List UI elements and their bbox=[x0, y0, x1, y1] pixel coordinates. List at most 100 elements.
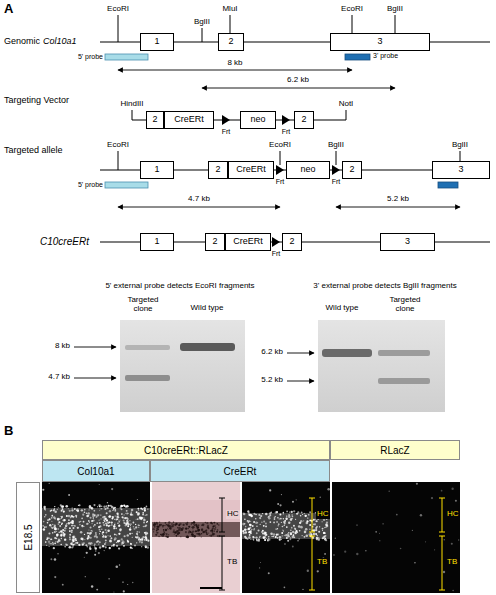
silver-grain bbox=[315, 529, 317, 531]
silver-grain bbox=[49, 546, 50, 547]
silver-grain bbox=[171, 523, 173, 525]
silver-grain bbox=[85, 576, 86, 577]
silver-grain bbox=[128, 513, 129, 514]
silver-grain bbox=[245, 531, 248, 534]
silver-grain bbox=[293, 510, 295, 512]
silver-grain bbox=[104, 543, 106, 545]
silver-grain bbox=[84, 539, 85, 540]
silver-grain bbox=[302, 535, 303, 536]
silver-grain bbox=[213, 530, 215, 532]
frt-site bbox=[222, 115, 230, 125]
node-text: Col10a1 bbox=[77, 466, 114, 477]
silver-grain bbox=[144, 509, 146, 511]
silver-grain bbox=[128, 525, 130, 527]
silver-grain bbox=[113, 525, 116, 528]
silver-grain bbox=[65, 505, 68, 508]
silver-grain bbox=[137, 535, 138, 536]
silver-grain bbox=[51, 521, 52, 522]
silver-grain bbox=[96, 541, 98, 543]
exon-box: 3 bbox=[330, 33, 430, 51]
silver-grain bbox=[214, 522, 216, 524]
silver-grain bbox=[249, 524, 251, 526]
silver-grain bbox=[69, 510, 71, 512]
silver-grain bbox=[249, 530, 252, 533]
silver-grain bbox=[181, 528, 184, 531]
silver-grain bbox=[286, 515, 287, 516]
silver-grain bbox=[95, 550, 96, 551]
silver-grain bbox=[49, 537, 50, 538]
silver-grain bbox=[147, 546, 149, 548]
silver-grain bbox=[63, 510, 65, 512]
silver-grain bbox=[123, 514, 124, 515]
silver-grain bbox=[270, 532, 273, 535]
silver-grain bbox=[174, 524, 176, 526]
in-situ-image bbox=[152, 482, 240, 593]
silver-grain bbox=[91, 585, 93, 587]
silver-grain bbox=[283, 513, 284, 514]
silver-grain bbox=[51, 526, 52, 527]
node-text: neo bbox=[250, 115, 265, 125]
silver-grain bbox=[118, 540, 120, 542]
silver-grain bbox=[290, 533, 293, 536]
silver-grain bbox=[96, 522, 98, 524]
silver-grain bbox=[191, 522, 193, 524]
silver-grain bbox=[311, 534, 313, 536]
figure-label: HC bbox=[226, 510, 240, 519]
silver-grain bbox=[389, 491, 390, 492]
silver-grain bbox=[54, 576, 56, 578]
silver-grain bbox=[114, 534, 115, 535]
silver-grain bbox=[259, 536, 261, 538]
silver-grain bbox=[102, 532, 104, 534]
silver-grain bbox=[313, 529, 315, 531]
silver-grain bbox=[114, 539, 116, 541]
silver-grain bbox=[302, 514, 303, 515]
silver-grain bbox=[130, 546, 132, 548]
silver-grain bbox=[43, 506, 45, 508]
silver-grain bbox=[104, 516, 106, 518]
silver-grain bbox=[88, 530, 89, 531]
silver-grain bbox=[265, 513, 268, 516]
silver-grain bbox=[71, 525, 73, 527]
node-text: 2 bbox=[349, 165, 354, 175]
silver-grain bbox=[279, 504, 281, 506]
silver-grain bbox=[147, 521, 148, 522]
silver-grain bbox=[287, 533, 288, 534]
silver-grain bbox=[64, 538, 66, 540]
silver-grain bbox=[145, 537, 147, 539]
silver-grain bbox=[268, 538, 269, 539]
silver-grain bbox=[130, 525, 131, 526]
silver-grain bbox=[300, 520, 302, 522]
silver-grain bbox=[64, 530, 66, 532]
silver-grain bbox=[143, 507, 145, 509]
silver-grain bbox=[186, 524, 188, 526]
silver-grain bbox=[173, 521, 174, 522]
silver-grain bbox=[42, 489, 44, 491]
silver-grain bbox=[265, 523, 267, 525]
silver-grain bbox=[267, 540, 269, 542]
silver-grain bbox=[117, 516, 120, 519]
silver-grain bbox=[86, 552, 88, 554]
figure-label: HC bbox=[316, 510, 330, 519]
silver-grain bbox=[167, 524, 170, 527]
silver-grain bbox=[315, 533, 317, 535]
silver-grain bbox=[115, 528, 117, 530]
silver-grain bbox=[275, 536, 277, 538]
silver-grain bbox=[163, 529, 164, 530]
silver-grain bbox=[443, 571, 445, 573]
silver-grain bbox=[122, 540, 124, 542]
silver-grain bbox=[99, 531, 100, 532]
figure-label: 5.2 kb bbox=[261, 376, 283, 385]
zone-bracket bbox=[439, 536, 445, 537]
figure-label: Frt bbox=[272, 250, 281, 258]
probe-bar bbox=[105, 182, 148, 188]
fragment-size-arrow bbox=[118, 70, 352, 71]
exon-box: neo bbox=[240, 111, 276, 129]
exon-box: CreERt bbox=[225, 233, 271, 251]
silver-grain bbox=[45, 514, 47, 516]
figure-label: 4.7 kb bbox=[48, 373, 70, 382]
silver-grain bbox=[94, 514, 96, 516]
figure-label: B bbox=[4, 424, 13, 438]
zone-bracket bbox=[312, 498, 313, 532]
silver-grain bbox=[147, 540, 149, 542]
silver-grain bbox=[78, 544, 80, 546]
